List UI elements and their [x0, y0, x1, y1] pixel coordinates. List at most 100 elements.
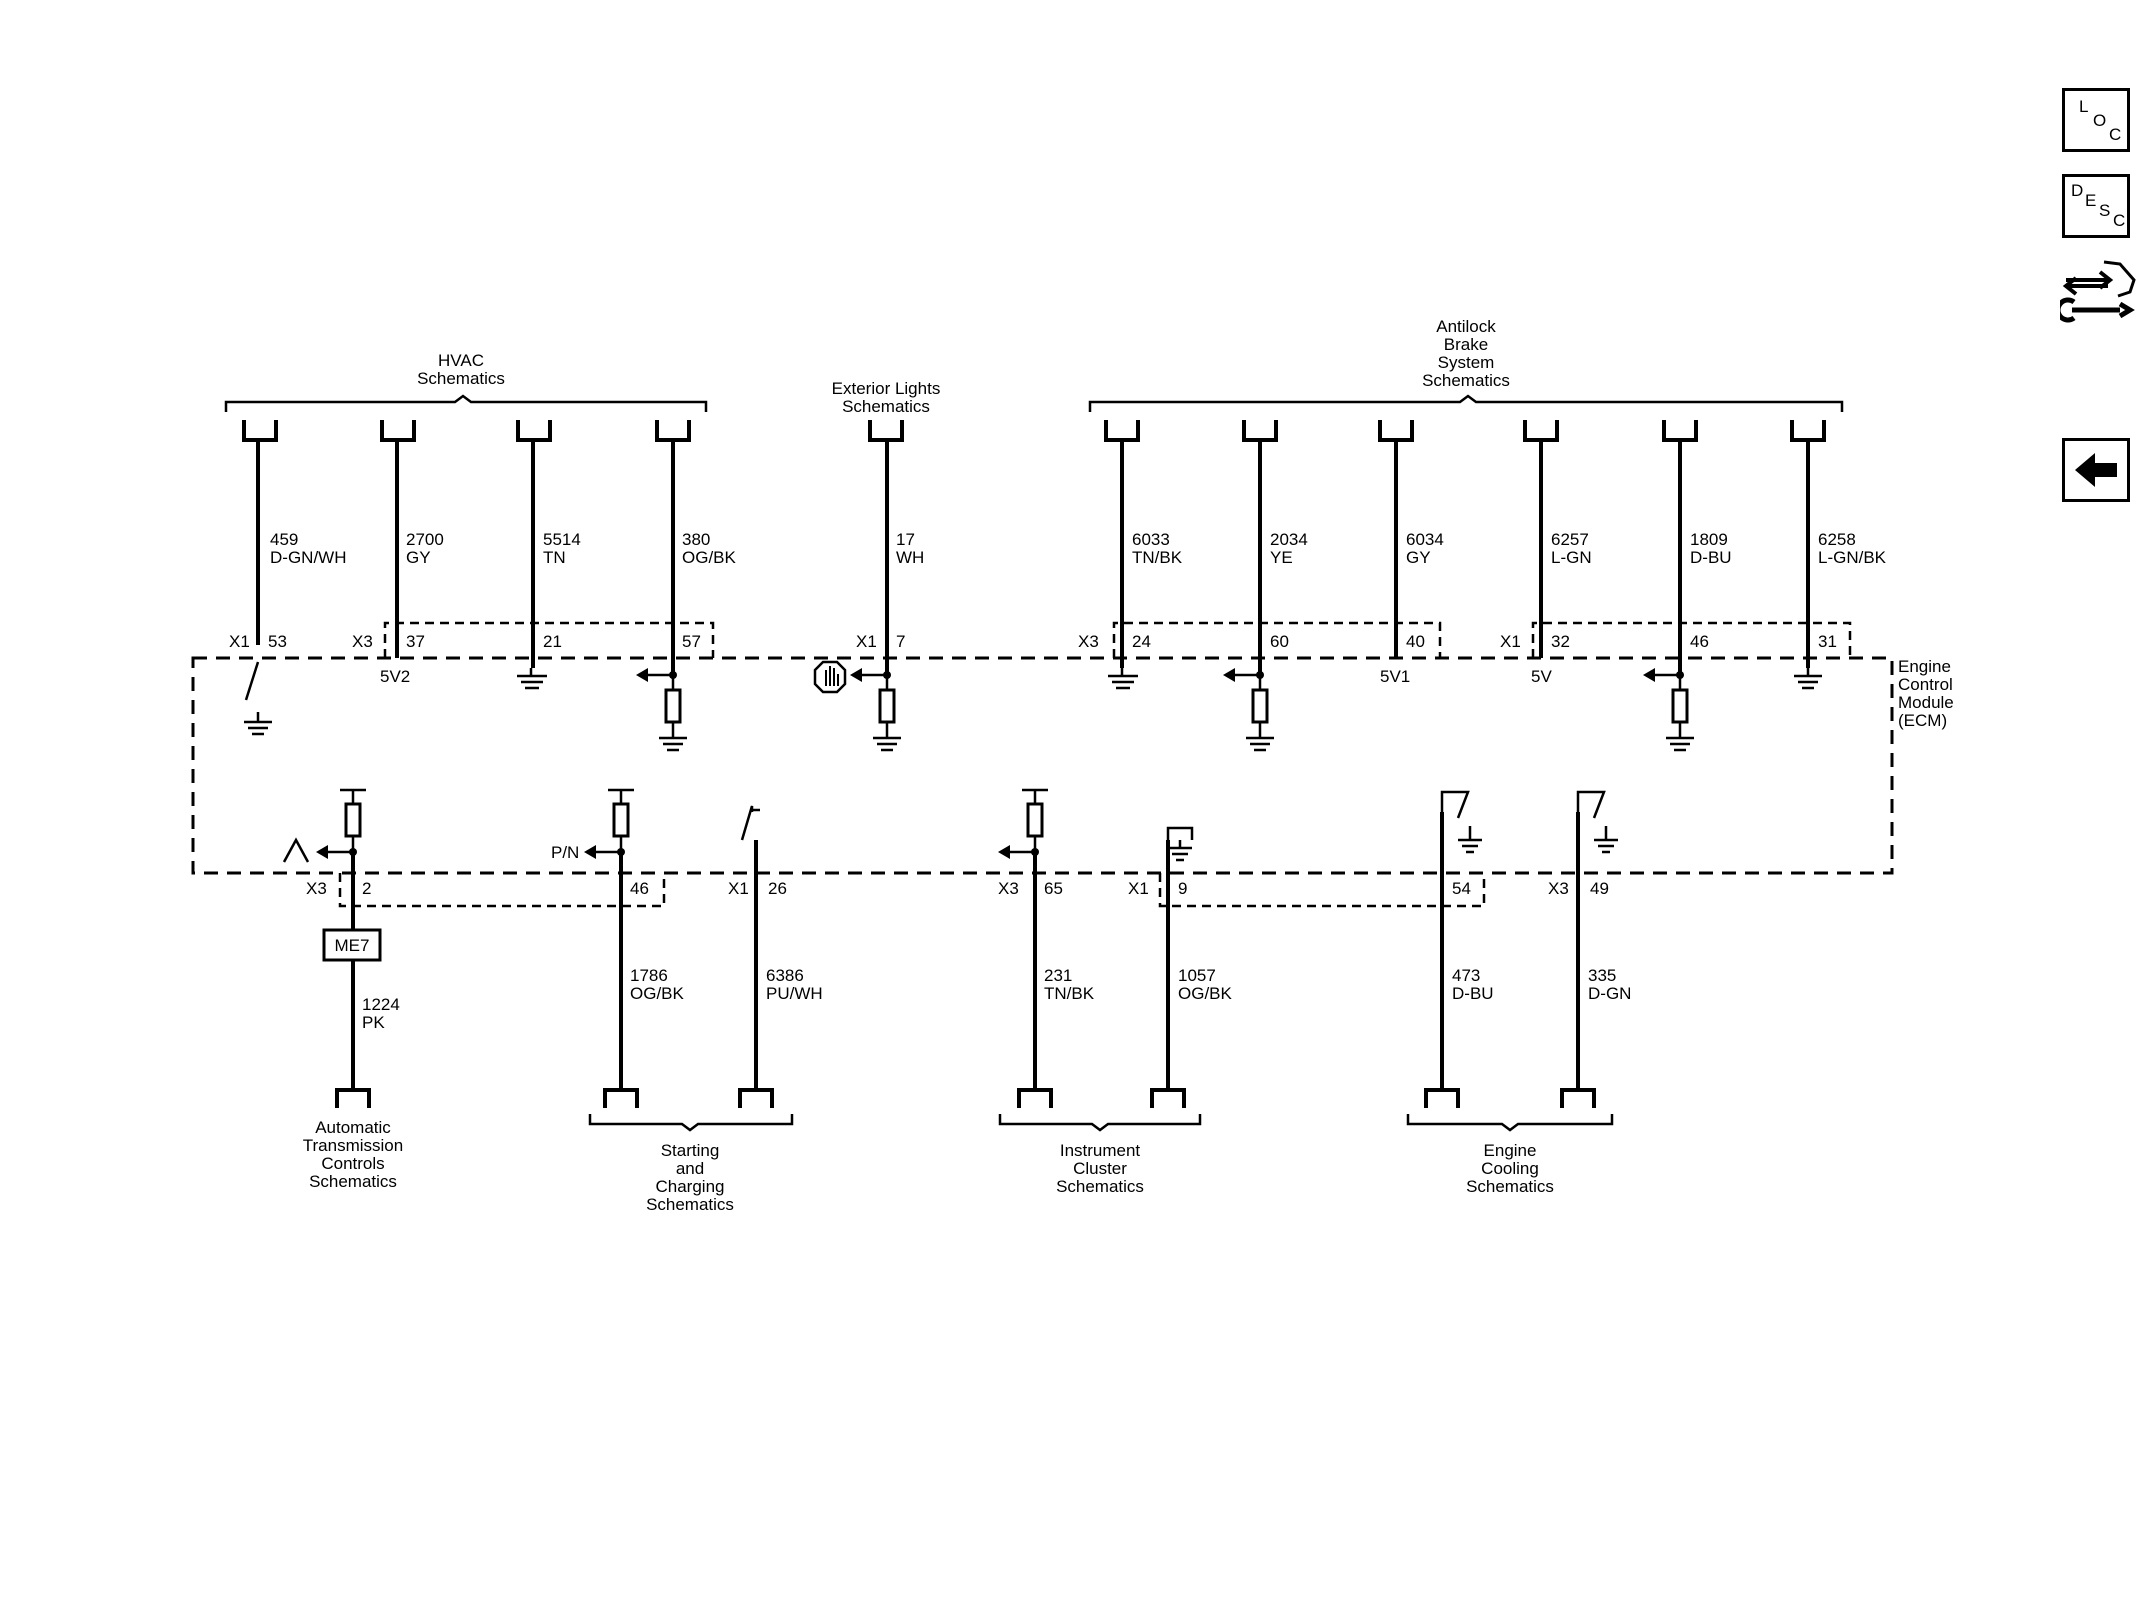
wire-6257-color: L-GN [1551, 548, 1592, 567]
ref-5v2: 5V2 [380, 667, 410, 686]
conn-x3-pin2-pin: 2 [362, 879, 371, 898]
conn-x1-pin7-conn: X1 [856, 632, 877, 651]
wire-2034-circuit: 2034 [1270, 530, 1308, 549]
hvac-title-1: HVAC [438, 351, 484, 370]
conn-x1-pin53-pin: 53 [268, 632, 287, 651]
wire-5514-color: TN [543, 548, 566, 567]
atc-title-3: Controls [321, 1154, 384, 1173]
wire-6258-color: L-GN/BK [1818, 548, 1887, 567]
cool-title-3: Schematics [1466, 1177, 1554, 1196]
wire-1809-color: D-BU [1690, 548, 1732, 567]
module-label-4: (ECM) [1898, 711, 1947, 730]
ref-pn: P/N [551, 843, 579, 862]
connector-end-view-icon[interactable] [2060, 258, 2140, 334]
ic-title-1: Instrument [1060, 1141, 1141, 1160]
bottom-pin-labels: X3 2 P/N 46 X1 26 X3 65 X1 9 54 X3 49 [306, 843, 1609, 898]
description-button[interactable]: D E S C [2062, 174, 2130, 238]
wire-1786-circuit: 1786 [630, 966, 668, 985]
start-title-4: Schematics [646, 1195, 734, 1214]
hvac-bracket [224, 394, 708, 412]
ground-9 [1166, 826, 1194, 862]
wire-2700-circuit: 2700 [406, 530, 444, 549]
wire-2700-color: GY [406, 548, 431, 567]
wire-6034-circuit: 6034 [1406, 530, 1444, 549]
starting-bracket [588, 1114, 794, 1132]
conn-x1-pin32-conn: X1 [1500, 632, 1521, 651]
abs-title-2: Brake [1444, 335, 1488, 354]
top-wire-labels: 459 D-GN/WH 2700 GY 5514 TN 380 OG/BK 17… [270, 530, 1887, 567]
wire-6033-color: TN/BK [1132, 548, 1183, 567]
top-connectors [242, 420, 1826, 675]
conn-x3-pin65-conn: X3 [998, 879, 1019, 898]
ext-lights-title-2: Schematics [842, 397, 930, 416]
switch-49 [1576, 790, 1618, 854]
left-arrow-icon [2075, 453, 2117, 487]
ic-title-2: Cluster [1073, 1159, 1127, 1178]
bottom-wire-labels: 1224 PK 1786 OG/BK 6386 PU/WH 231 TN/BK … [362, 966, 1631, 1032]
abs-title-1: Antilock [1436, 317, 1496, 336]
splice-me7-label: ME7 [335, 936, 370, 955]
connector-x1-group-bottom-mid [1158, 873, 1486, 908]
atc-title-2: Transmission [303, 1136, 403, 1155]
wire-2034-color: YE [1270, 548, 1293, 567]
loc-letter-o: O [2093, 111, 2107, 130]
conn-x3-pin49-conn: X3 [1548, 879, 1569, 898]
atc-title-1: Automatic [315, 1118, 391, 1137]
conn-x1-pin26-conn: X1 [728, 879, 749, 898]
pin-40: 40 [1406, 632, 1425, 651]
wire-6386-color: PU/WH [766, 984, 823, 1003]
desc-letter-e: E [2085, 191, 2097, 210]
splice-me7 [322, 928, 382, 962]
wire-335-circuit: 335 [1588, 966, 1616, 985]
resistor-65 [1026, 802, 1044, 838]
wire-1786-color: OG/BK [630, 984, 685, 1003]
wire-1809-circuit: 1809 [1690, 530, 1728, 549]
start-title-3: Charging [656, 1177, 725, 1196]
wire-17-color: WH [896, 548, 924, 567]
desc-letter-s: S [2099, 201, 2111, 220]
resistor-46-bottom [612, 802, 630, 838]
ground-21 [517, 668, 547, 690]
cool-title-1: Engine [1484, 1141, 1537, 1160]
wire-231-color: TN/BK [1044, 984, 1095, 1003]
conn-x1-pin26-pin: 26 [768, 879, 787, 898]
arrowhead-57 [636, 668, 648, 682]
pin-54: 54 [1452, 879, 1471, 898]
conn-x3-pin65-pin: 65 [1044, 879, 1063, 898]
top-pin-labels: X1 53 X3 37 5V2 21 57 X1 7 X3 24 60 40 5… [229, 632, 1837, 686]
ext-lights-title-1: Exterior Lights [832, 379, 941, 398]
wire-1224-circuit: 1224 [362, 995, 400, 1014]
connector-x3-group-hvac [383, 621, 715, 658]
ref-5v1: 5V1 [1380, 667, 1410, 686]
loc-letter-l: L [2079, 97, 2089, 116]
back-button[interactable] [2062, 438, 2130, 502]
conn-x1-pin9-conn: X1 [1128, 879, 1149, 898]
wire-380-circuit: 380 [682, 530, 710, 549]
wire-335-color: D-GN [1588, 984, 1631, 1003]
cooling-bracket [1406, 1114, 1614, 1132]
module-label-2: Control [1898, 675, 1953, 694]
pin-60: 60 [1270, 632, 1289, 651]
abs-title-3: System [1438, 353, 1495, 372]
bottom-group-titles: Automatic Transmission Controls Schemati… [303, 1118, 1554, 1214]
pin-46-bottom: 46 [630, 879, 649, 898]
conn-x3-pin37-conn: X3 [352, 632, 373, 651]
wire-6386-circuit: 6386 [766, 966, 804, 985]
resistor-46-top [1671, 688, 1689, 724]
pin-46-top: 46 [1690, 632, 1709, 651]
ground-31 [1794, 668, 1822, 690]
wire-1057-color: OG/BK [1178, 984, 1233, 1003]
pwm-symbol [282, 837, 310, 863]
module-label-1: Engine [1898, 657, 1951, 676]
wire-6034-color: GY [1406, 548, 1431, 567]
desc-letter-d: D [2071, 181, 2084, 200]
resistor-2 [344, 802, 362, 838]
start-title-1: Starting [661, 1141, 720, 1160]
switch-26 [740, 805, 760, 841]
resistor-7 [878, 688, 896, 724]
resistor-60 [1251, 688, 1269, 724]
hvac-title-2: Schematics [417, 369, 505, 388]
wire-459-circuit: 459 [270, 530, 298, 549]
wire-473-circuit: 473 [1452, 966, 1480, 985]
location-button[interactable]: L O C [2062, 88, 2130, 152]
